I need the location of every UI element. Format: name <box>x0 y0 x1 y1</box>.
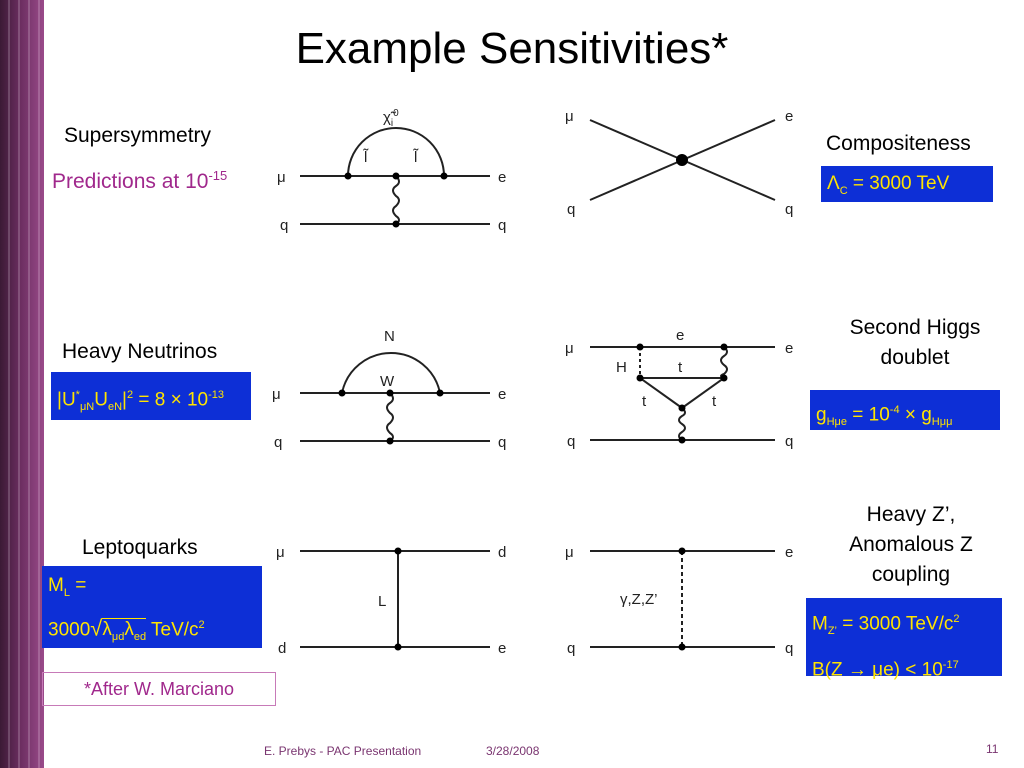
sh-e-top-label: e <box>676 327 684 344</box>
t-top-label: t <box>678 359 683 376</box>
footer-page-number: 11 <box>986 742 999 756</box>
lq-mu-label: μ <box>276 544 285 561</box>
sh-q-out-label: q <box>785 433 793 450</box>
w-label: W <box>380 373 395 390</box>
hz-q-out-label: q <box>785 640 793 657</box>
hz-e-label: e <box>785 544 793 561</box>
susy-q-out-label: q <box>498 217 506 234</box>
hn-mu-label: μ <box>272 386 281 403</box>
lq-d-in-label: d <box>278 640 286 657</box>
leptoquarks-formula: ML =3000√λμdλed TeV/c2 <box>42 566 262 648</box>
heavy-neutrinos-label: Heavy Neutrinos <box>62 340 218 363</box>
footer-date: 3/28/2008 <box>486 744 540 758</box>
supersymmetry-prediction: Predictions at 10-15 <box>52 168 228 193</box>
lq-e-label: e <box>498 640 506 657</box>
sh-mu-label: μ <box>565 340 574 357</box>
susy-q-in-label: q <box>280 217 288 234</box>
susy-mu-label: μ <box>277 169 286 186</box>
t-right-label: t <box>712 393 717 410</box>
hz-mu-label: μ <box>565 544 574 561</box>
page-title: Example Sensitivities* <box>295 24 729 73</box>
susy-e-label: e <box>498 169 506 186</box>
lq-d-out-label: d <box>498 544 506 561</box>
leptoquarks-label: Leptoquarks <box>82 536 198 559</box>
sh-q-in-label: q <box>567 433 575 450</box>
boson-label: γ,Z,Z’ <box>620 591 658 608</box>
hn-q-out-label: q <box>498 434 506 451</box>
sh-e-label: e <box>785 340 793 357</box>
attribution-note: *After W. Marciano <box>42 672 276 706</box>
heavy-z-diagram <box>590 550 775 648</box>
slepton-i-label: l̃ <box>362 148 369 166</box>
l-label: L <box>378 593 386 610</box>
supersymmetry-label: Supersymmetry <box>64 124 212 147</box>
leptoquark-diagram <box>300 550 490 648</box>
hz-q-in-label: q <box>567 640 575 657</box>
t-left-label: t <box>642 393 647 410</box>
hn-q-in-label: q <box>274 434 282 451</box>
n-label: N <box>384 328 395 345</box>
heavy-neutrino-diagram <box>300 351 490 442</box>
footer-author: E. Prebys - PAC Presentation <box>264 744 422 758</box>
hn-e-label: e <box>498 386 506 403</box>
h-label: H <box>616 359 627 376</box>
comp-q-out-label: q <box>785 201 793 218</box>
compositeness-formula: ΛC = 3000 TeV <box>821 166 993 202</box>
second-higgs-formula: gHμe = 10-4 × gHμμ <box>810 390 1000 430</box>
slepton-j-label: l̃ <box>412 148 419 166</box>
comp-e-label: e <box>785 108 793 125</box>
comp-q-in-label: q <box>567 201 575 218</box>
chi-label: χ̃i0 <box>383 108 399 129</box>
comp-mu-label: μ <box>565 108 574 125</box>
sidebar-decoration <box>0 0 44 768</box>
compositeness-label: Compositeness <box>826 132 971 155</box>
heavy-neutrinos-formula: |U*μNUeN|2 = 8 × 10-13 <box>51 372 251 420</box>
